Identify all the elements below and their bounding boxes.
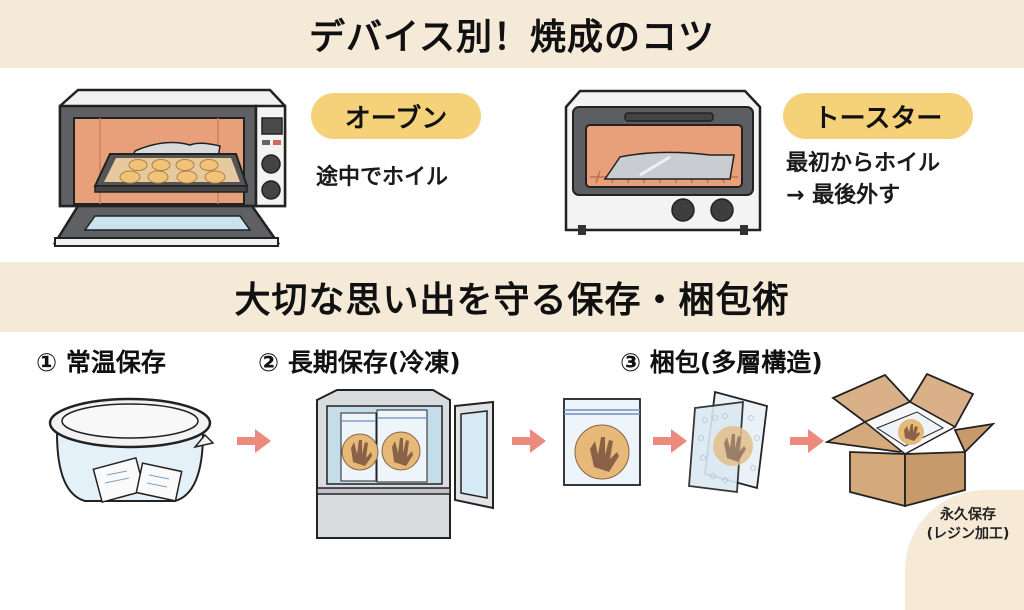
device-name-toaster: トースター (813, 103, 943, 134)
arrow-right-icon (790, 429, 824, 453)
final-badge-resin: 永久保存 (レジン加工) (926, 507, 1010, 542)
device-pill-toaster: トースター (783, 93, 973, 139)
device-name-oven: オーブン (344, 103, 448, 134)
device-tip-toaster: 最初からホイル → 最後外す (786, 151, 941, 208)
device-tip-oven: 途中でホイル (316, 165, 449, 190)
section-title-baking: デバイス別！焼成のコツ (309, 17, 715, 58)
zip-bag-icon (563, 398, 641, 486)
step-label-freezer: ② 長期保存(冷凍) (258, 348, 461, 377)
section-header-baking: デバイス別！焼成のコツ (0, 0, 1024, 68)
airtight-container-icon (48, 397, 215, 504)
arrow-right-icon (512, 429, 546, 453)
desiccant-pack-icon (92, 456, 183, 504)
bubble-wrap-icon (688, 390, 768, 493)
section-header-storage: 大切な思い出を守る保存・梱包術 (0, 262, 1024, 332)
cardboard-box-icon (825, 372, 995, 507)
arrow-right-icon (653, 429, 687, 453)
oven-illustration (52, 88, 287, 247)
section-title-storage: 大切な思い出を守る保存・梱包術 (234, 280, 790, 321)
freezer-icon (316, 389, 494, 539)
device-pill-oven: オーブン (311, 93, 481, 139)
step-label-room-temp: ① 常温保存 (36, 348, 166, 377)
step-label-packing: ③ 梱包(多層構造) (620, 348, 823, 377)
arrow-right-icon (237, 429, 271, 453)
toaster-oven-illustration (564, 89, 762, 235)
